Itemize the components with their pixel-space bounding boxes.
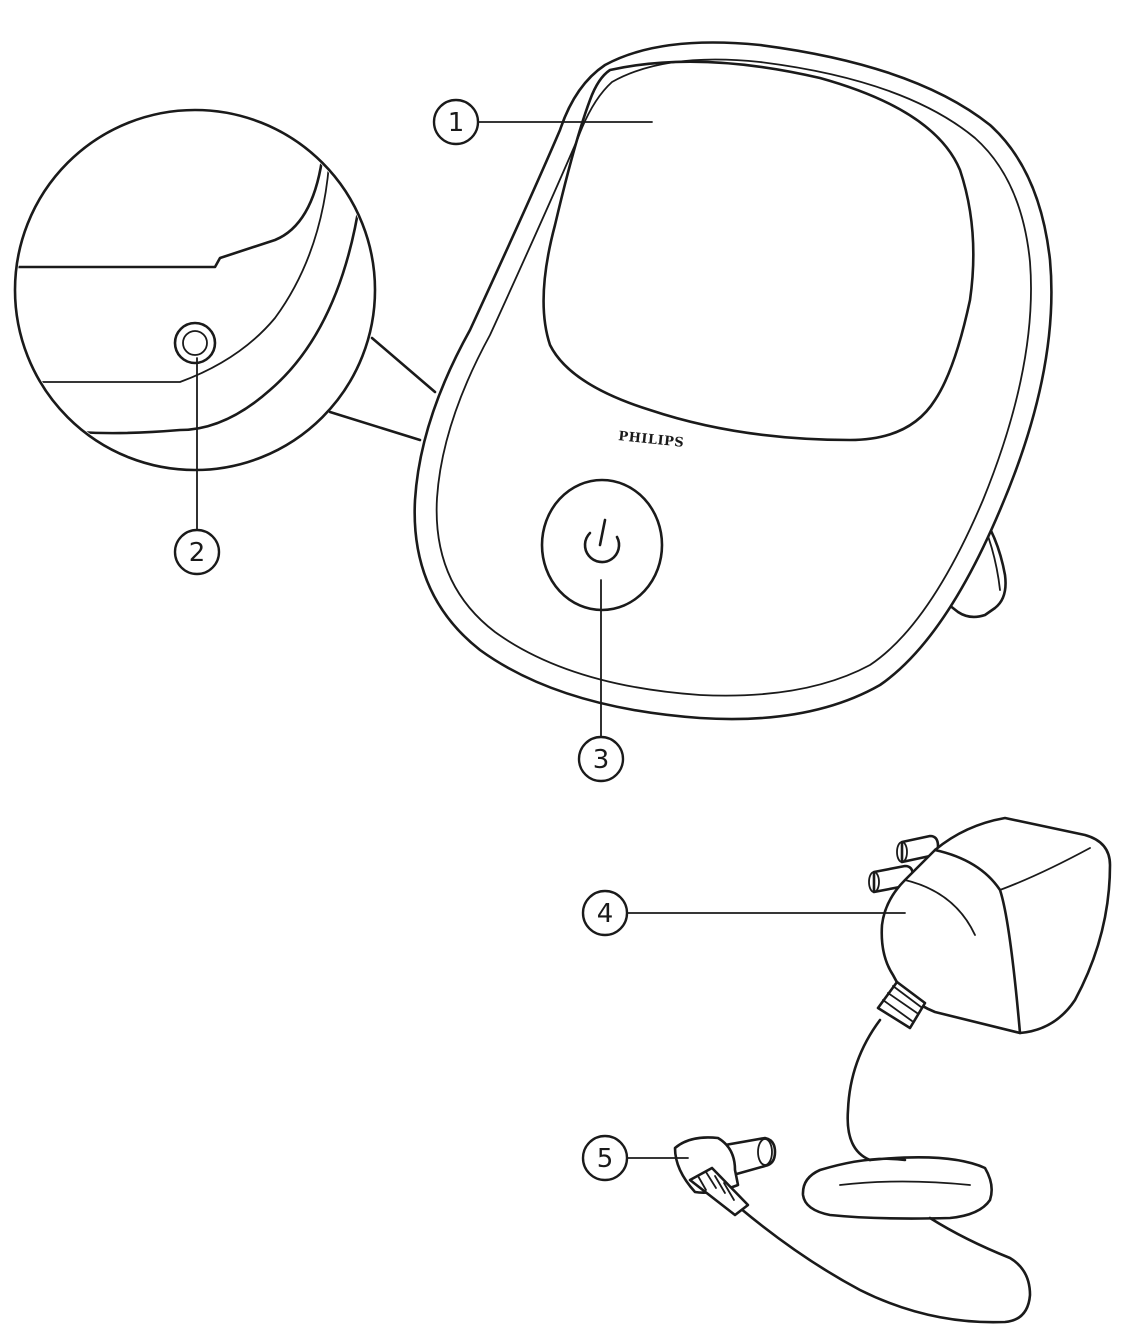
callout-4: 4 [581, 889, 629, 937]
adapter-pin-bottom-tip [868, 871, 880, 893]
callout-2: 2 [173, 528, 221, 576]
adapter-face-line [904, 879, 976, 936]
inset-pointer-line-bottom [328, 410, 422, 442]
callout-leaders [196, 121, 906, 1159]
callout-3-label: 3 [593, 745, 610, 775]
cradle-panel [542, 60, 975, 442]
base-device: PHILIPS [413, 41, 1053, 721]
callout-4-label: 4 [597, 899, 614, 929]
socket-outer-ring [173, 321, 217, 365]
adapter-strain-relief [876, 980, 927, 1030]
device-rim-line [435, 58, 1032, 697]
callout-1: 1 [432, 98, 480, 146]
magnified-socket-inset [13, 108, 437, 472]
callout-3: 3 [577, 735, 625, 783]
cable-coil-loop-inner [839, 1180, 971, 1186]
inset-circle [13, 108, 377, 472]
power-icon [583, 518, 621, 564]
adapter-body [880, 816, 1112, 1035]
power-adapter [738, 816, 1112, 1324]
cable-coil-loop-outer [801, 1156, 993, 1220]
adapter-cable-upper [846, 1018, 882, 1162]
dc-plug-strain-relief [688, 1166, 750, 1217]
callout-2-label: 2 [189, 538, 206, 568]
callout-5-label: 5 [597, 1144, 614, 1174]
dc-connector-plug [673, 1136, 777, 1217]
adapter-pin-top-tip [896, 841, 908, 863]
inset-base-line [78, 198, 362, 435]
dc-plug-tip-end [757, 1138, 773, 1166]
adapter-front-edge [933, 848, 1022, 1035]
adapter-top-edge [999, 847, 1091, 891]
callout-5: 5 [581, 1134, 629, 1182]
brand-logo-text: PHILIPS [618, 429, 685, 451]
inset-pointer-line-top [370, 336, 437, 394]
socket-inner-ring [182, 330, 208, 356]
device-outer-shell [413, 41, 1053, 721]
inset-contour-line [19, 149, 331, 383]
callout-1-label: 1 [448, 108, 465, 138]
power-button[interactable] [540, 478, 664, 612]
adapter-cable-lower [738, 1206, 1032, 1324]
inset-edge-line [17, 158, 324, 269]
